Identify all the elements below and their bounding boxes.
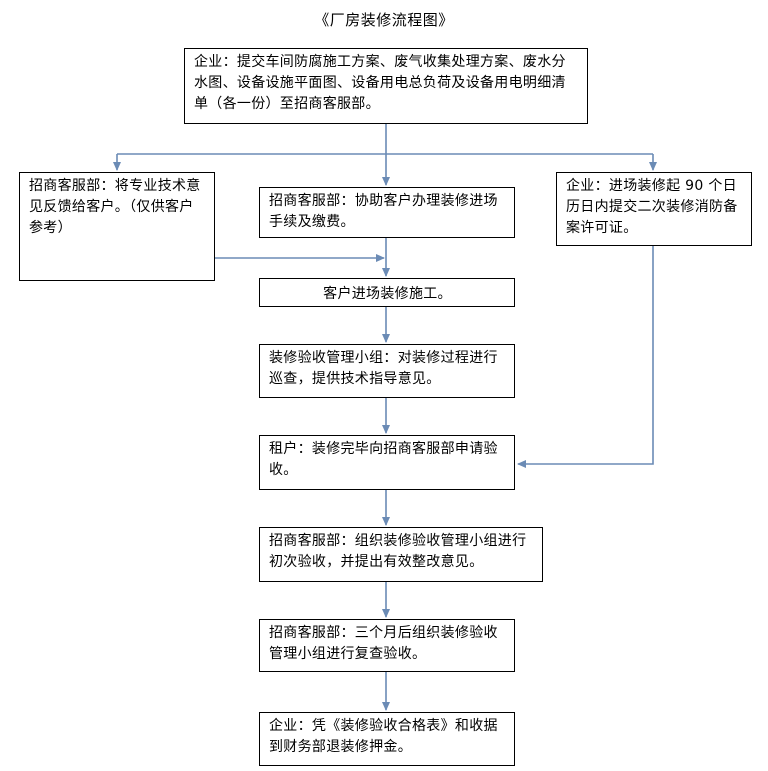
node-first-acceptance: 招商客服部：组织装修验收管理小组进行初次验收，并提出有效整改意见。 (259, 527, 543, 582)
node-construction-text: 客户进场装修施工。 (323, 286, 452, 302)
node-left-text: 招商客服部：将专业技术意见反馈给客户。（仅供客户参考） (29, 178, 201, 236)
node-start: 企业：提交车间防腐施工方案、废气收集处理方案、废水分水图、设备设施平面图、设备用… (184, 48, 588, 124)
node-middle-procedure: 招商客服部：协助客户办理装修进场手续及缴费。 (259, 187, 515, 238)
node-right-fire-permit: 企业：进场装修起 90 个日历日内提交二次装修消防备案许可证。 (556, 172, 752, 246)
node-apply: 租户：装修完毕向招商客服部申请验收。 (259, 435, 515, 490)
node-left-feedback: 招商客服部：将专业技术意见反馈给客户。（仅供客户参考） (19, 172, 215, 281)
node-construction: 客户进场装修施工。 (259, 278, 515, 307)
node-middle-text: 招商客服部：协助客户办理装修进场手续及缴费。 (269, 193, 498, 230)
node-inspection-text: 装修验收管理小组：对装修过程进行巡查，提供技术指导意见。 (269, 350, 498, 387)
node-start-text: 企业：提交车间防腐施工方案、废气收集处理方案、废水分水图、设备设施平面图、设备用… (194, 54, 566, 112)
node-refund: 企业：凭《装修验收合格表》和收据到财务部退装修押金。 (259, 712, 515, 766)
node-recheck-text: 招商客服部：三个月后组织装修验收管理小组进行复查验收。 (269, 625, 498, 662)
diagram-title: 《厂房装修流程图》 (314, 11, 454, 29)
node-refund-text: 企业：凭《装修验收合格表》和收据到财务部退装修押金。 (269, 718, 498, 755)
node-recheck: 招商客服部：三个月后组织装修验收管理小组进行复查验收。 (259, 619, 515, 672)
node-right-text: 企业：进场装修起 90 个日历日内提交二次装修消防备案许可证。 (566, 178, 738, 236)
arrow-right-to-apply (517, 246, 654, 468)
node-first-acceptance-text: 招商客服部：组织装修验收管理小组进行初次验收，并提出有效整改意见。 (269, 533, 527, 570)
node-inspection: 装修验收管理小组：对装修过程进行巡查，提供技术指导意见。 (259, 344, 515, 398)
node-apply-text: 租户：装修完毕向招商客服部申请验收。 (269, 441, 498, 478)
